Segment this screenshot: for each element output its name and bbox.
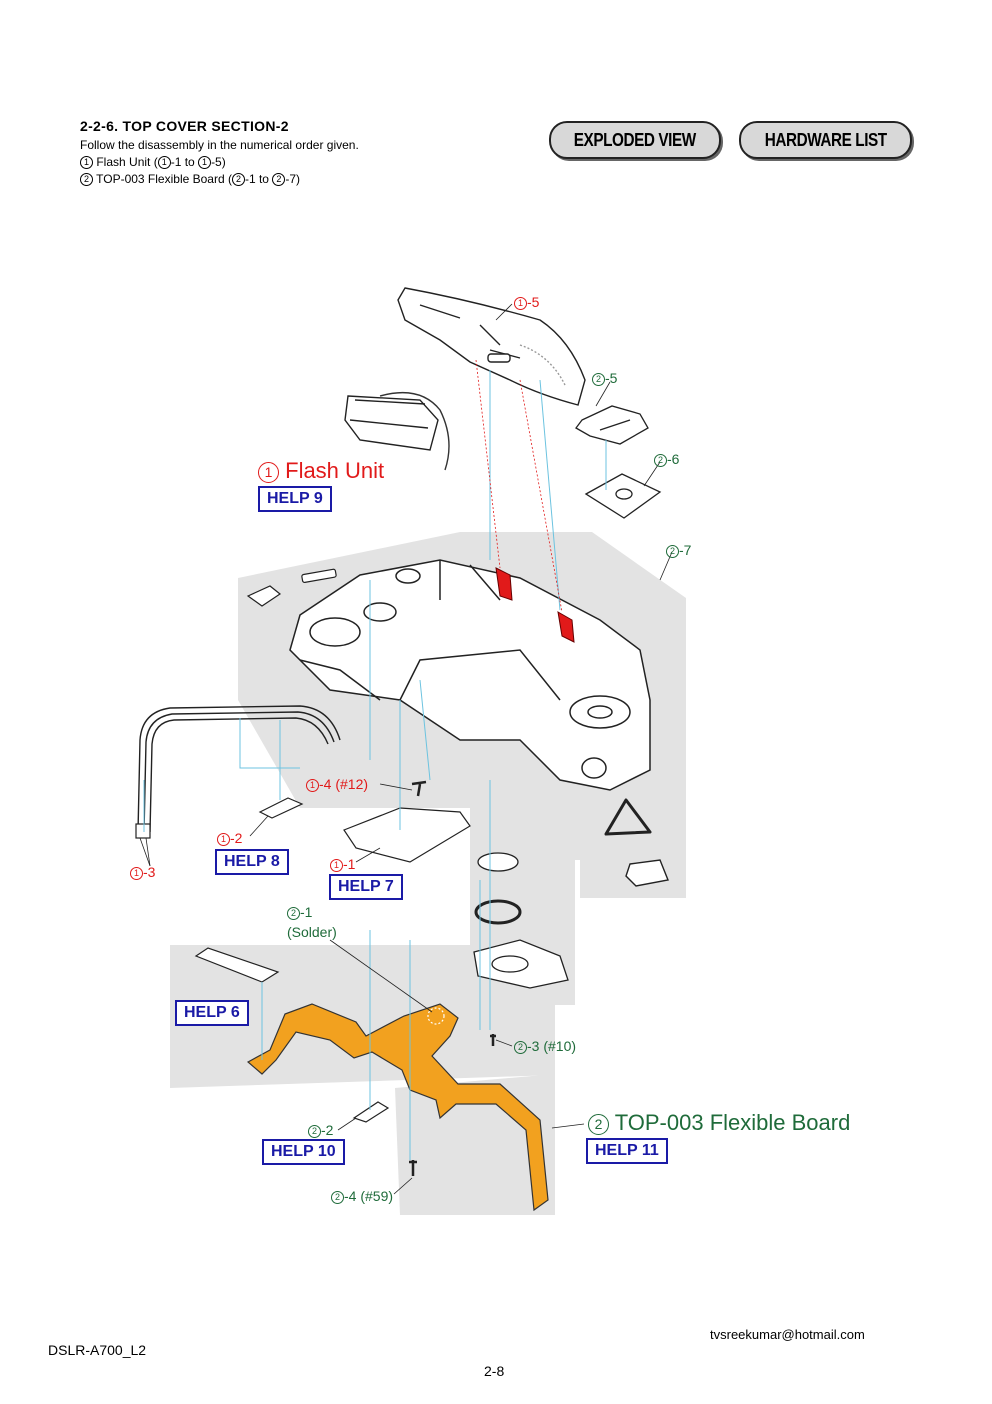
help-10-button[interactable]: HELP 10 bbox=[262, 1139, 345, 1165]
callout-1-3: 1-3 bbox=[130, 864, 155, 880]
red-dashed-lines bbox=[475, 359, 563, 613]
flash-unit-title: 1 Flash Unit bbox=[258, 458, 384, 484]
instruction-text: Follow the disassembly in the numerical … bbox=[80, 138, 359, 152]
callout-2-6: 2-6 bbox=[654, 451, 679, 467]
small-bracket-part bbox=[246, 585, 282, 607]
help-6-button[interactable]: HELP 6 bbox=[175, 1000, 249, 1026]
callout-2-1: 2-1 bbox=[287, 904, 312, 920]
step-2: 2 TOP-003 Flexible Board (2-1 to 2-7) bbox=[80, 171, 359, 188]
screw-2-4 bbox=[409, 1160, 417, 1176]
footer-email: tvsreekumar@hotmail.com bbox=[710, 1327, 865, 1342]
step-1: 1 Flash Unit (1-1 to 1-5) bbox=[80, 154, 359, 171]
footer-model: DSLR-A700_L2 bbox=[48, 1342, 147, 1358]
flexible-board-title: 2 TOP-003 Flexible Board bbox=[588, 1110, 850, 1136]
help-11-button[interactable]: HELP 11 bbox=[586, 1138, 668, 1164]
callout-1-1: 1-1 bbox=[330, 856, 355, 872]
screw-1-4 bbox=[411, 780, 427, 797]
callout-2-2: 2-2 bbox=[308, 1122, 333, 1138]
guide-lines bbox=[143, 370, 607, 1160]
top-cover-part bbox=[397, 287, 586, 406]
rubber-cap-part bbox=[625, 859, 669, 887]
flash-unit-part bbox=[344, 391, 450, 471]
callout-1-4: 1-4 (#12) bbox=[306, 776, 368, 792]
shade-region-lower bbox=[170, 860, 575, 1088]
callout-1-2: 1-2 bbox=[217, 830, 242, 846]
instructions: Follow the disassembly in the numerical … bbox=[80, 137, 359, 188]
callout-2-7: 2-7 bbox=[666, 542, 691, 558]
sheet-1-2 bbox=[258, 797, 304, 819]
footer-page-number: 2-8 bbox=[484, 1363, 505, 1379]
callout-2-5: 2-5 bbox=[592, 370, 617, 386]
red-clip-2 bbox=[557, 611, 575, 643]
help-8-button[interactable]: HELP 8 bbox=[215, 849, 289, 875]
callout-1-5: 1-5 bbox=[514, 294, 539, 310]
plate-part bbox=[584, 473, 662, 519]
flash-cable-part bbox=[137, 705, 341, 833]
sheet-lower bbox=[194, 947, 280, 983]
callout-2-4: 2-4 (#59) bbox=[331, 1188, 393, 1204]
bracket-part bbox=[575, 405, 649, 445]
mount-parts bbox=[473, 852, 569, 989]
callout-2-1-solder: (Solder) bbox=[287, 924, 337, 940]
red-clip-1 bbox=[495, 567, 513, 601]
section-title: 2-2-6. TOP COVER SECTION-2 bbox=[80, 118, 289, 134]
rubber-ring-part bbox=[604, 798, 652, 836]
cable-connector bbox=[135, 823, 151, 839]
exploded-view-button[interactable]: EXPLODED VIEW bbox=[549, 121, 721, 159]
sheet-2-2 bbox=[352, 1101, 390, 1123]
sheet-1-1 bbox=[343, 807, 471, 863]
help-7-button[interactable]: HELP 7 bbox=[329, 874, 403, 900]
leader-lines bbox=[139, 303, 673, 1195]
help-9-button[interactable]: HELP 9 bbox=[258, 486, 332, 512]
flexible-board-part bbox=[246, 1003, 549, 1212]
connector-part bbox=[301, 568, 337, 584]
screw-2-3 bbox=[490, 1034, 496, 1046]
callout-2-3: 2-3 (#10) bbox=[514, 1038, 576, 1054]
hardware-list-button[interactable]: HARDWARE LIST bbox=[739, 121, 912, 159]
